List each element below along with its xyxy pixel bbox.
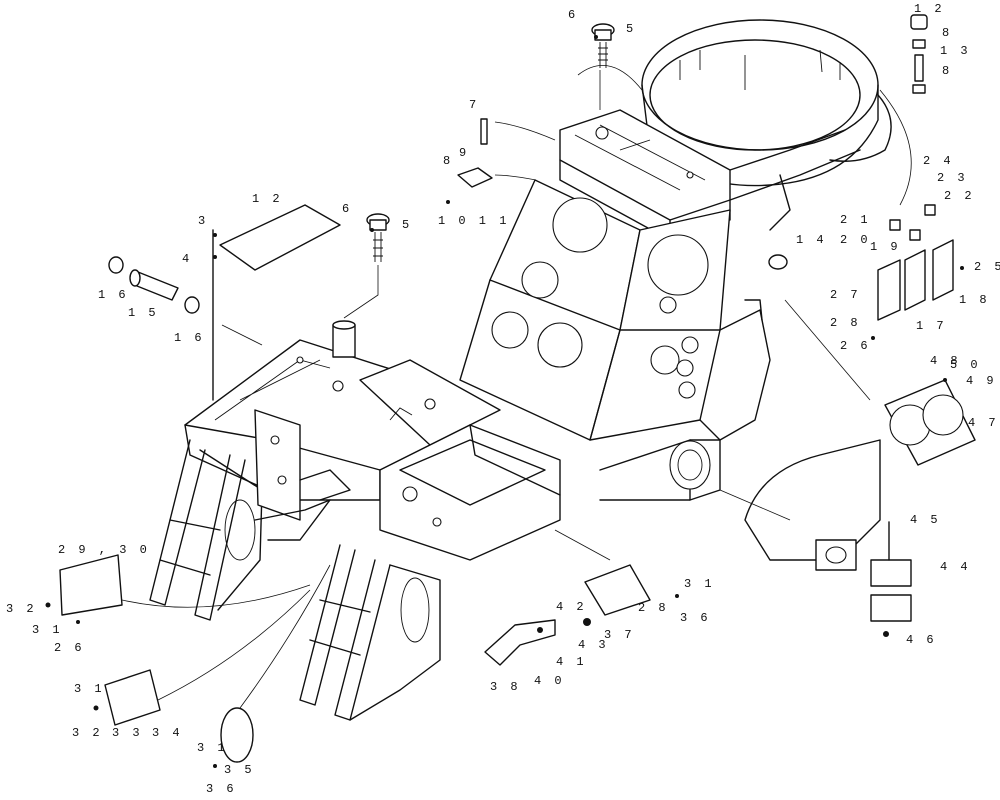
callout-14: 1 4 [796,233,827,247]
callout-31: 3 1 [197,741,228,755]
callout-28: 2 8 [830,316,861,330]
callout-33: 3 3 [112,726,143,740]
callout-32: 3 2 [6,602,37,616]
nut-part [768,254,788,270]
callout-45: 4 5 [910,513,941,527]
bar-part [480,118,488,145]
cover-plate [219,204,341,271]
callout-16: 1 6 [98,288,129,302]
callout-44: 4 4 [940,560,971,574]
lower-deck [184,339,561,561]
callout-8: 8 [942,26,952,40]
callout-31: 3 1 [32,623,63,637]
callout-12: 1 2 [252,192,283,206]
callout-26: 2 6 [54,641,85,655]
callout-49: 4 9 [966,374,997,388]
callout-19: 1 9 [870,240,901,254]
callout-21: 2 1 [840,213,871,227]
callout-markers [45,35,964,768]
filter-cartridge [332,320,356,358]
callout-7: 7 [469,98,479,112]
callout-25: 2 5 [974,260,1000,274]
routing-line [879,89,912,206]
callout-16: 1 6 [174,331,205,345]
center-legs [299,544,441,721]
inclined-section [459,179,731,441]
callout-40: 4 0 [534,674,565,688]
guard-29-30 [59,554,123,616]
callout-38: 3 8 [490,680,521,694]
callout-46: 4 6 [906,633,937,647]
callout-27: 2 7 [830,288,861,302]
side-plates [254,409,351,541]
callout-3: 3 [198,214,208,228]
filler-cap-upper [591,23,615,68]
callout-8: 8 [443,154,453,168]
callout-42: 4 2 [556,600,587,614]
callout-47: 4 7 [968,416,999,430]
callout-50: 5 0 [950,358,981,372]
callout-23: 2 3 [937,171,968,185]
left-legs [149,439,263,621]
callout-6: 6 [342,202,352,216]
step-plate [584,564,651,616]
callout-17: 1 7 [916,319,947,333]
axle-mount [599,299,771,501]
oval-cover-35 [220,707,254,763]
callout-41: 4 1 [556,655,587,669]
fitting-stack [910,14,928,94]
hose-assembly [108,256,200,314]
callout-22: 2 2 [944,189,975,203]
callout-32: 3 2 [72,726,103,740]
callout-26: 2 6 [840,339,871,353]
callout-9: 9 [459,146,469,160]
callout-8: 8 [942,64,952,78]
main-frame [149,19,892,721]
mount-bracket [484,619,556,666]
callout-31: 3 1 [684,577,715,591]
flange [457,167,493,188]
bracket-set [877,204,954,321]
callout-36: 3 6 [206,782,237,796]
callout-13: 1 3 [940,44,971,58]
callout-4: 4 [182,252,192,266]
callout-43: 4 3 [578,638,609,652]
callout-12: 1 2 [914,2,945,16]
callout-36: 3 6 [680,611,711,625]
callout-labels: 1 2 1 2 3 4 5 5 6 6 7 8 8 8 9 1 0 1 1 1 … [6,2,1000,796]
callout-35: 3 5 [224,763,255,777]
callout-10-11: 1 0 1 1 [438,214,509,228]
callout-18: 1 8 [959,293,990,307]
callout-24: 2 4 [923,154,954,168]
callout-37: 3 7 [604,628,635,642]
callout-5: 5 [402,218,412,232]
filler-cap-lower [366,213,390,262]
cover-33-34 [104,669,161,726]
callout-28: 2 8 [638,601,669,615]
callout-31: 3 1 [74,682,105,696]
callout-15: 1 5 [128,306,159,320]
callout-6: 6 [568,8,578,22]
axle-housing [744,439,912,622]
callout-48: 4 8 [930,354,961,368]
callout-34: 3 4 [152,726,183,740]
callout-29-30: 2 9 , 3 0 [58,543,150,557]
callout-20: 2 0 [840,233,871,247]
callout-5: 5 [626,22,636,36]
